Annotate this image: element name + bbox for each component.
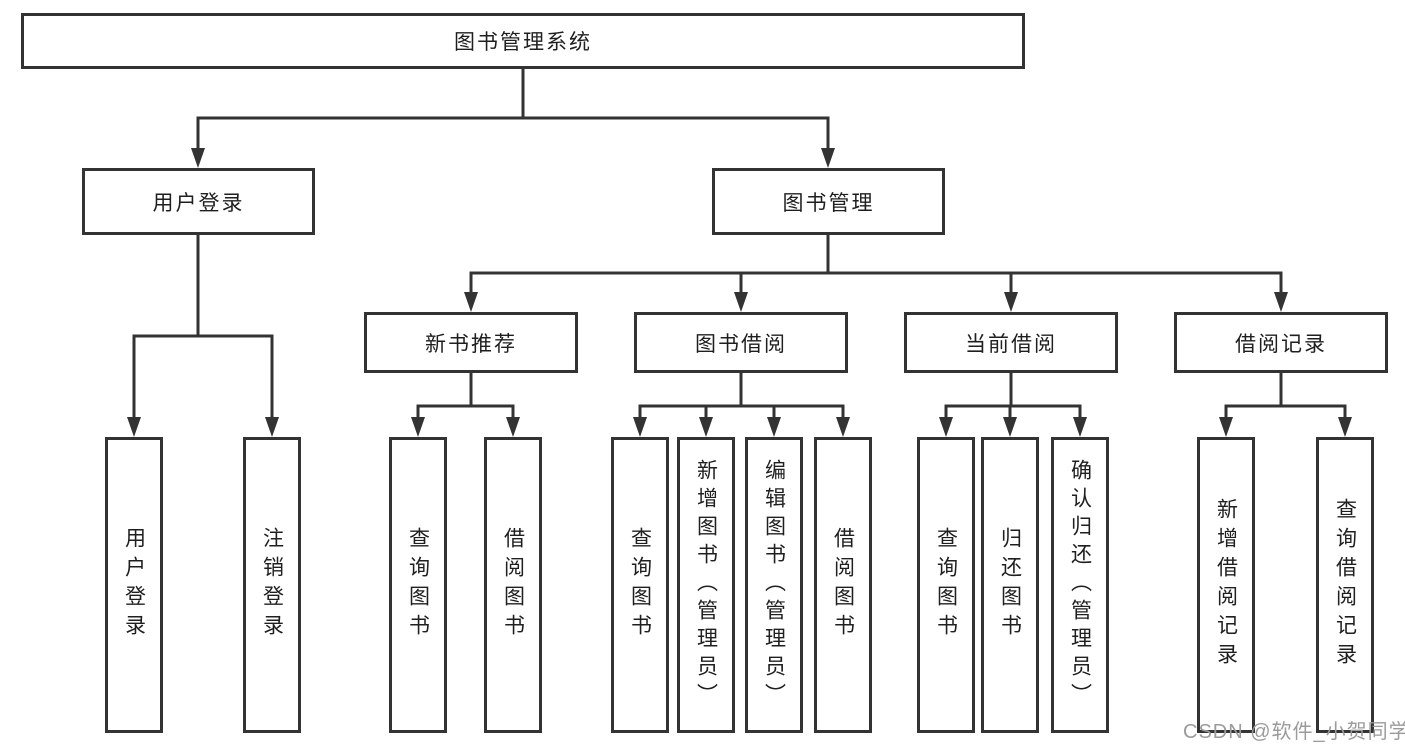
leaf-borrow-books-recommend-label: 借阅图书 (501, 527, 525, 643)
node-current-borrowing: 当前借阅 (904, 312, 1118, 373)
leaf-confirm-return-admin: 确认归还（管理员） (1051, 437, 1109, 733)
leaf-query-books-borrow: 查询图书 (611, 437, 669, 733)
node-borrowing-records: 借阅记录 (1174, 312, 1388, 373)
leaf-add-books-admin-label: 新增图书（管理员） (694, 459, 718, 711)
leaf-edit-books-admin-label: 编辑图书（管理员） (762, 459, 786, 711)
node-book-borrowing: 图书借阅 (634, 312, 848, 373)
leaf-edit-books-admin: 编辑图书（管理员） (745, 437, 803, 733)
leaf-query-books-current-label: 查询图书 (934, 527, 958, 643)
leaf-query-borrow-record: 查询借阅记录 (1316, 437, 1374, 733)
leaf-confirm-return-admin-label: 确认归还（管理员） (1068, 459, 1092, 711)
leaf-borrow-books: 借阅图书 (814, 437, 872, 733)
csdn-watermark: CSDN @软件_小贺同学 (1183, 721, 1405, 743)
leaf-add-borrow-record-label: 新增借阅记录 (1214, 498, 1238, 672)
leaf-logout-label: 注销登录 (260, 527, 284, 643)
leaf-add-borrow-record: 新增借阅记录 (1197, 437, 1255, 733)
node-new-book-recommend: 新书推荐 (364, 312, 578, 373)
leaf-return-books-label: 归还图书 (998, 527, 1022, 643)
leaf-return-books: 归还图书 (981, 437, 1039, 733)
leaf-borrow-books-recommend: 借阅图书 (484, 437, 542, 733)
leaf-query-books-recommend: 查询图书 (389, 437, 447, 733)
leaf-query-books-recommend-label: 查询图书 (406, 527, 430, 643)
node-root-system: 图书管理系统 (21, 13, 1025, 69)
leaf-borrow-books-label: 借阅图书 (831, 527, 855, 643)
leaf-logout: 注销登录 (243, 437, 301, 733)
leaf-add-books-admin: 新增图书（管理员） (677, 437, 735, 733)
leaf-user-login-label: 用户登录 (122, 527, 146, 643)
node-book-management: 图书管理 (712, 168, 945, 235)
leaf-query-books-borrow-label: 查询图书 (628, 527, 652, 643)
leaf-query-borrow-record-label: 查询借阅记录 (1333, 498, 1357, 672)
leaf-user-login: 用户登录 (105, 437, 163, 733)
leaf-query-books-current: 查询图书 (917, 437, 975, 733)
node-user-login: 用户登录 (82, 168, 315, 235)
